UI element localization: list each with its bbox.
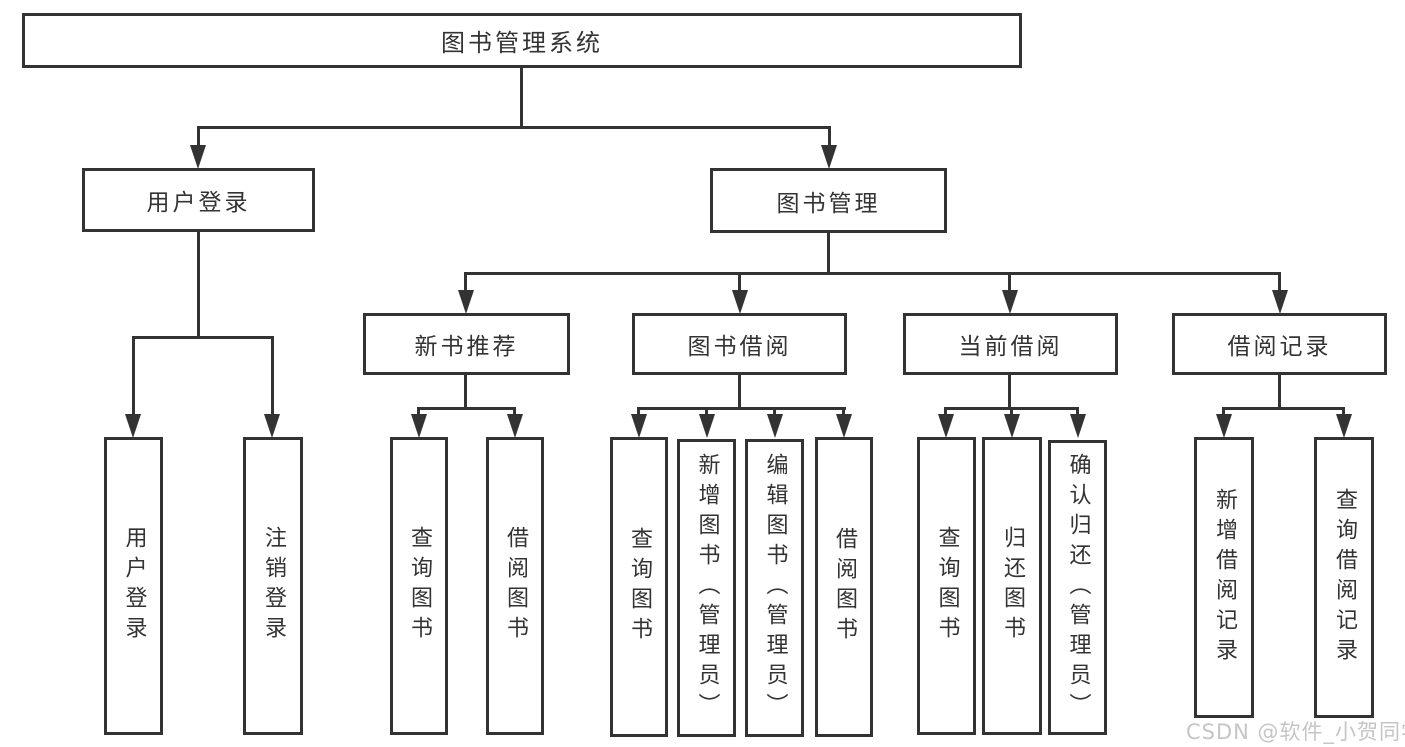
- node-book-borrowing: 图书借阅: [632, 313, 847, 375]
- leaf-borrow-books-borrowing: 借阅图书: [815, 437, 873, 737]
- leaf-borrow-books-recommend: 借阅图书: [486, 437, 544, 735]
- connector-drop-new-book: [464, 272, 467, 292]
- connector-drop-bb-query: [637, 407, 640, 417]
- connector-root-stub: [520, 68, 523, 126]
- node-current-borrowing: 当前借阅: [903, 313, 1118, 375]
- node-book-management: 图书管理: [710, 168, 947, 233]
- arrowhead-cb-confirm: [1070, 414, 1086, 438]
- connector-user-login-stub: [197, 232, 200, 336]
- connector-borrow-records-stub: [1278, 375, 1281, 407]
- connector-book-borrowing-stub: [738, 375, 741, 407]
- arrowhead-bb-add: [699, 414, 715, 438]
- connector-user-login-bar: [132, 336, 274, 339]
- leaf-return-books: 归还图书: [982, 437, 1042, 735]
- arrowhead-book-management: [821, 145, 837, 169]
- connector-drop-leaf-logout: [271, 336, 274, 416]
- node-user-login: 用户登录: [82, 168, 315, 232]
- leaf-user-login: 用户登录: [104, 437, 163, 735]
- arrowhead-cb-return: [1004, 414, 1020, 438]
- arrowhead-book-borrowing: [732, 290, 748, 314]
- connector-drop-user-login: [197, 126, 200, 148]
- arrowhead-new-book: [458, 290, 474, 314]
- connector-drop-cb-query: [944, 407, 947, 417]
- node-borrow-records: 借阅记录: [1172, 313, 1387, 375]
- leaf-add-books-admin: 新增图书（管理员）: [677, 439, 736, 737]
- arrowhead-current-borrowing: [1002, 290, 1018, 314]
- connector-drop-br-query: [1342, 407, 1345, 417]
- connector-book-management-stub: [827, 233, 830, 272]
- connector-drop-borrow-records: [1278, 272, 1281, 292]
- connector-drop-bb-add: [705, 407, 708, 417]
- connector-drop-cb-return: [1010, 407, 1013, 417]
- arrowhead-bb-borrow: [836, 414, 852, 438]
- arrowhead-br-query: [1336, 414, 1352, 438]
- connector-drop-nb-query: [417, 407, 420, 417]
- leaf-edit-books-admin: 编辑图书（管理员）: [745, 439, 804, 737]
- connector-drop-book-borrowing: [738, 272, 741, 292]
- connector-current-borrowing-stub: [1008, 375, 1011, 407]
- connector-drop-br-add: [1222, 407, 1225, 417]
- arrowhead-borrow-records: [1272, 290, 1288, 314]
- connector-book-borrowing-bar: [638, 407, 846, 410]
- leaf-add-borrow-record: 新增借阅记录: [1194, 437, 1254, 718]
- leaf-query-books-borrowing: 查询图书: [610, 437, 668, 737]
- arrowhead-cb-query: [938, 414, 954, 438]
- node-library-system: 图书管理系统: [22, 13, 1022, 68]
- connector-drop-cb-confirm: [1076, 407, 1079, 417]
- arrowhead-br-add: [1216, 414, 1232, 438]
- leaf-logout-login: 注销登录: [243, 437, 303, 735]
- watermark-text: CSDN @软件_小贺同学: [1186, 720, 1405, 744]
- arrowhead-bb-query: [631, 414, 647, 438]
- node-new-book-recommend: 新书推荐: [363, 313, 570, 375]
- connector-new-book-stub: [464, 375, 467, 407]
- arrowhead-leaf-logout: [264, 414, 280, 438]
- arrowhead-leaf-login: [125, 414, 141, 438]
- connector-drop-bb-borrow: [842, 407, 845, 417]
- leaf-query-books-recommend: 查询图书: [390, 437, 448, 735]
- connector-level1-bar: [197, 126, 831, 129]
- connector-level2-bar: [465, 272, 1281, 275]
- leaf-confirm-return-admin: 确认归还（管理员）: [1048, 440, 1107, 735]
- connector-drop-bb-edit: [773, 407, 776, 417]
- connector-new-book-bar: [418, 407, 516, 410]
- leaf-query-books-current: 查询图书: [917, 437, 976, 735]
- arrowhead-user-login: [190, 145, 206, 169]
- arrowhead-nb-query: [411, 414, 427, 438]
- arrowhead-nb-borrow: [507, 414, 523, 438]
- connector-drop-current-borrowing: [1008, 272, 1011, 292]
- connector-borrow-records-bar: [1223, 407, 1345, 410]
- leaf-query-borrow-record: 查询借阅记录: [1314, 437, 1374, 718]
- connector-drop-book-management: [828, 126, 831, 148]
- connector-drop-leaf-login: [132, 336, 135, 416]
- connector-drop-nb-borrow: [513, 407, 516, 417]
- arrowhead-bb-edit: [767, 414, 783, 438]
